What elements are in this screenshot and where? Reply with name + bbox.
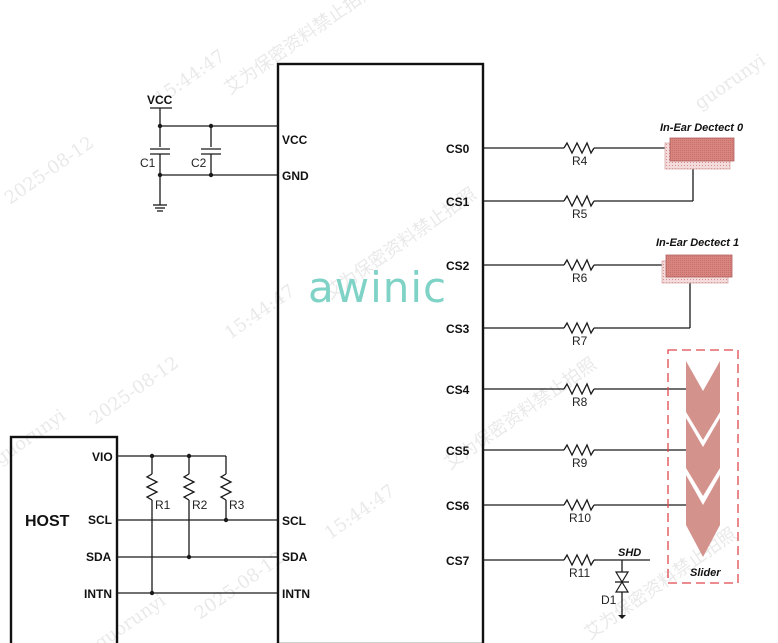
slider: Slider [667, 349, 739, 584]
slider-outline [667, 349, 739, 584]
resistor-label: R11 [569, 566, 590, 580]
resistor-icon [563, 194, 595, 208]
ground-icon [618, 615, 626, 619]
resistor-icon [563, 443, 595, 457]
vcc-rail-label: VCC [147, 93, 173, 107]
cs-line-7: R11 [483, 553, 596, 580]
in-ear-detect-1: In-Ear Dectect 1 [656, 237, 739, 284]
slider-label: Slider [690, 567, 721, 579]
slider-segment-3 [686, 475, 720, 557]
ground-icon [153, 204, 167, 212]
watermark: 艾为保密资料禁止拍照 [221, 0, 380, 99]
pullup-r2: R2 [182, 456, 208, 557]
resistor-icon [563, 258, 595, 272]
slider-segment-1 [686, 361, 720, 440]
chip-pin-cs2: CS2 [446, 259, 470, 273]
diode-label: D1 [601, 593, 617, 607]
host-pin-scl: SCL [88, 513, 112, 527]
watermark: 2025-08-12 [86, 352, 183, 429]
resistor-icon [563, 553, 595, 567]
chip-body [276, 62, 485, 643]
chip-pin-cs1: CS1 [446, 195, 470, 209]
chip-pin-scl: SCL [282, 514, 306, 528]
in-ear-detect-1-label: In-Ear Dectect 1 [656, 237, 739, 249]
watermark: 15:44:47 [321, 481, 399, 545]
chip-pin-sda: SDA [282, 550, 308, 564]
watermark: 2025-08-12 [191, 547, 288, 624]
cs-line-6: R10 [483, 498, 686, 525]
pullup-r2-label: R2 [192, 498, 208, 512]
resistor-icon [563, 498, 595, 512]
electrode-pad [669, 137, 735, 162]
host-pin-vio: VIO [92, 450, 113, 464]
watermark: 15:44:47 [221, 281, 299, 345]
chip-pin-vcc: VCC [282, 133, 308, 147]
resistor-icon [563, 321, 595, 335]
chip-pin-cs4: CS4 [446, 383, 470, 397]
host-pin-sda: SDA [86, 550, 112, 564]
chip-pin-cs0: CS0 [446, 142, 470, 156]
cs-line-3: R7 [483, 321, 690, 348]
resistor-label: R6 [572, 271, 588, 285]
tvs-diode-icon [614, 571, 630, 593]
cs-line-4: R8 [483, 382, 686, 409]
shield-section: SHD D1 [596, 547, 650, 619]
pullup-r1: R1 [145, 456, 171, 593]
in-ear-detect-0: In-Ear Dectect 0 [660, 122, 744, 170]
chip-pin-cs6: CS6 [446, 499, 470, 513]
awinic-logo: awinic [308, 263, 447, 312]
watermark: guorunyi [691, 50, 770, 114]
slider-segment-2 [686, 418, 720, 496]
resistor-label: R9 [572, 456, 588, 470]
resistor-icon [563, 141, 595, 155]
capacitor-c1-label: C1 [140, 156, 156, 170]
resistor-label: R8 [572, 395, 588, 409]
watermark: 2025-08-12 [1, 132, 98, 209]
chip-pin-gnd: GND [282, 169, 309, 183]
host: HOST VIO SCL SDA INTN R1 R2 R3 [9, 435, 278, 643]
host-pin-intn: INTN [84, 587, 112, 601]
cs-line-0: R4 [483, 141, 670, 168]
shield-label: SHD [618, 547, 641, 559]
cs-line-1: R5 [483, 194, 693, 221]
electrode-pad [665, 254, 733, 278]
chip-pin-intn: INTN [282, 587, 310, 601]
pullup-r3: R3 [219, 456, 245, 520]
power-section: VCC C1 C2 [140, 93, 278, 212]
resistor-icon [563, 382, 595, 396]
chip-pin-cs3: CS3 [446, 322, 470, 336]
pullup-r1-label: R1 [155, 498, 171, 512]
capacitor-c2-label: C2 [191, 156, 207, 170]
cs-line-2: R6 [483, 258, 666, 285]
host-title: HOST [25, 513, 70, 530]
chip-pin-cs7: CS7 [446, 554, 470, 568]
resistor-label: R4 [572, 154, 588, 168]
resistor-label: R5 [572, 207, 588, 221]
cs-line-5: R9 [483, 443, 686, 470]
resistor-label: R7 [572, 334, 588, 348]
resistor-label: R10 [569, 511, 591, 525]
pullup-r3-label: R3 [229, 498, 245, 512]
in-ear-detect-0-label: In-Ear Dectect 0 [660, 122, 744, 134]
host-body [9, 435, 119, 643]
chip-pin-cs5: CS5 [446, 444, 470, 458]
